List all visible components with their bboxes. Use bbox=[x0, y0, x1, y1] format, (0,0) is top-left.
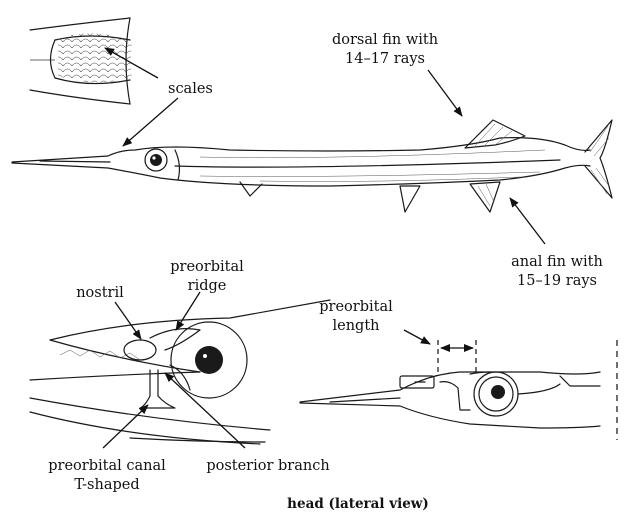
label-dorsal-fin-line1: dorsal fin with bbox=[332, 32, 438, 48]
pointer-lines bbox=[103, 48, 545, 448]
label-scales: scales bbox=[168, 81, 213, 97]
label-anal-fin-line2: 15–19 rays bbox=[517, 273, 597, 289]
label-preorbital-canal-line2: T-shaped bbox=[74, 477, 139, 493]
head-detail-left bbox=[30, 300, 330, 444]
label-dorsal-fin-line2: 14–17 rays bbox=[345, 51, 425, 67]
label-posterior-branch: posterior branch bbox=[206, 458, 329, 474]
figure-caption: head (lateral view) bbox=[287, 496, 429, 512]
label-preorbital-canal-line1: preorbital canal bbox=[48, 458, 166, 474]
needlefish-body bbox=[12, 120, 612, 212]
head-detail-right bbox=[300, 340, 617, 440]
scale-detail bbox=[30, 18, 135, 104]
label-nostril: nostril bbox=[76, 285, 124, 301]
label-anal-fin-line1: anal fin with bbox=[511, 254, 603, 270]
label-preorbital-ridge-line2: ridge bbox=[188, 278, 227, 294]
label-preorbital-ridge-line1: preorbital bbox=[170, 259, 244, 275]
label-preorbital-length-line2: length bbox=[332, 318, 379, 334]
label-preorbital-length-line1: preorbital bbox=[319, 299, 393, 315]
